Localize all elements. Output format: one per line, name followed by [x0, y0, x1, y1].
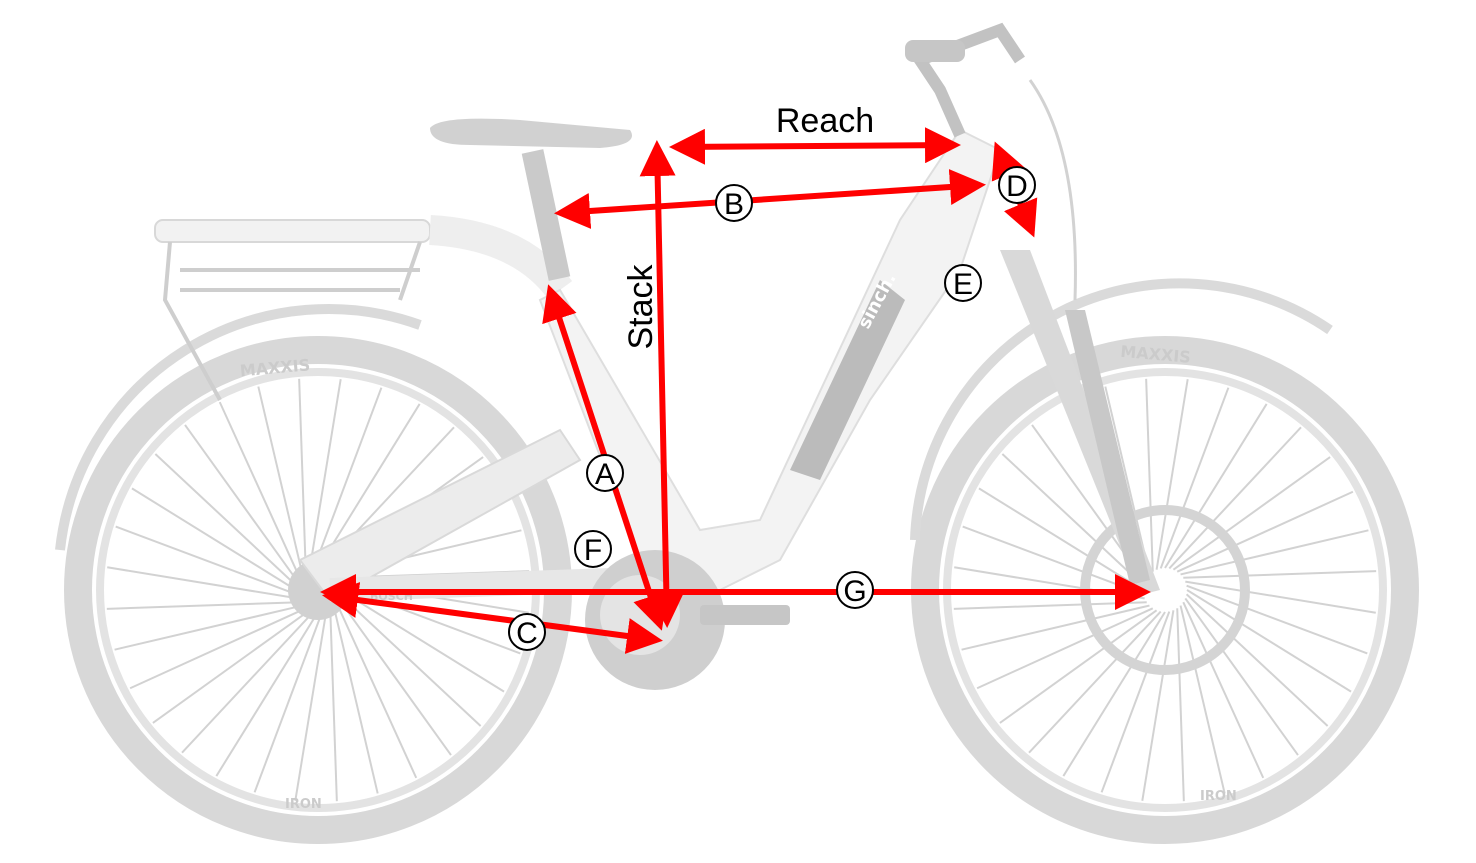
- rear-tire-model: IRON: [285, 797, 322, 812]
- dimension-a-label: A: [595, 458, 615, 491]
- spoke: [1028, 610, 1162, 754]
- spoke: [1180, 529, 1369, 576]
- spoke: [978, 487, 1144, 591]
- spoke: [107, 566, 298, 600]
- spoke: [184, 424, 299, 583]
- spoke: [257, 386, 304, 575]
- dimension-b-label: B: [724, 188, 744, 221]
- front-tire-model: IRON: [1200, 789, 1237, 804]
- spoke: [152, 609, 311, 724]
- spoke: [1185, 593, 1329, 727]
- spoke: [114, 604, 303, 651]
- spoke: [1155, 379, 1189, 570]
- spoke: [1184, 597, 1299, 756]
- spoke: [218, 401, 301, 579]
- spoke: [1168, 426, 1302, 570]
- circle-labels: A B C D E F G: [508, 166, 1036, 651]
- label-circle: [944, 264, 982, 302]
- spoke: [1172, 456, 1331, 571]
- spoke: [312, 387, 383, 569]
- spoke: [1145, 378, 1154, 572]
- spoke: [1185, 580, 1376, 614]
- spoke: [298, 378, 307, 572]
- spoke: [154, 453, 298, 587]
- dimension-e-label: E: [953, 268, 973, 301]
- spoke: [1176, 608, 1185, 802]
- dimension-f-label: F: [584, 534, 602, 567]
- spoke: [332, 605, 379, 794]
- spoke: [215, 611, 319, 777]
- spoke: [953, 601, 1147, 610]
- label-circle: [998, 166, 1036, 204]
- spoke: [1141, 610, 1175, 801]
- dimension-a-marker: A: [586, 454, 624, 492]
- dimension-g-marker: G: [836, 571, 874, 609]
- spoke: [999, 609, 1158, 724]
- label-circle: [836, 571, 874, 609]
- dimension-g-label: G: [843, 575, 866, 608]
- dimension-e-marker: E: [944, 264, 982, 302]
- spoke: [294, 610, 328, 801]
- label-circle: [715, 184, 753, 222]
- bike-illustration: MAXXIS IRON MAXXIS IRON sinch. BOSCH: [55, 22, 1419, 844]
- spoke: [1104, 386, 1151, 575]
- dimension-c-label: C: [516, 617, 538, 650]
- spoke: [317, 403, 421, 569]
- stack-label: Stack: [622, 263, 660, 349]
- spoke: [181, 610, 315, 754]
- label-circle: [574, 530, 612, 568]
- dimension-d-marker: D: [998, 166, 1036, 204]
- spoke: [1001, 453, 1145, 587]
- spoke: [1179, 605, 1226, 794]
- spoke: [115, 525, 297, 596]
- spoke: [1186, 589, 1352, 693]
- spoke: [961, 604, 1150, 651]
- spoke: [129, 607, 307, 690]
- label-circle: [586, 454, 624, 492]
- reach-label: Reach: [776, 102, 874, 140]
- spoke: [1186, 584, 1368, 655]
- spoke: [976, 607, 1154, 690]
- dimension-b-line: [554, 169, 986, 229]
- spoke: [1164, 403, 1268, 569]
- dimension-d-label: D: [1006, 170, 1028, 203]
- label-circle: [508, 613, 546, 651]
- spoke: [1159, 387, 1230, 569]
- spoke: [1183, 570, 1377, 579]
- spoke: [1062, 611, 1166, 777]
- spoke: [1182, 601, 1265, 779]
- spoke: [329, 608, 338, 802]
- reach-line: [669, 127, 961, 165]
- dimension-b-marker: B: [715, 184, 753, 222]
- spoke: [1100, 611, 1171, 793]
- dimension-c-marker: C: [508, 613, 546, 651]
- spoke: [106, 601, 300, 610]
- dimension-f-marker: F: [574, 530, 612, 568]
- spoke: [131, 487, 297, 591]
- spoke: [1176, 490, 1354, 573]
- spoke: [253, 611, 324, 793]
- spoke: [308, 379, 342, 570]
- front-wheel: MAXXIS IRON: [911, 336, 1419, 844]
